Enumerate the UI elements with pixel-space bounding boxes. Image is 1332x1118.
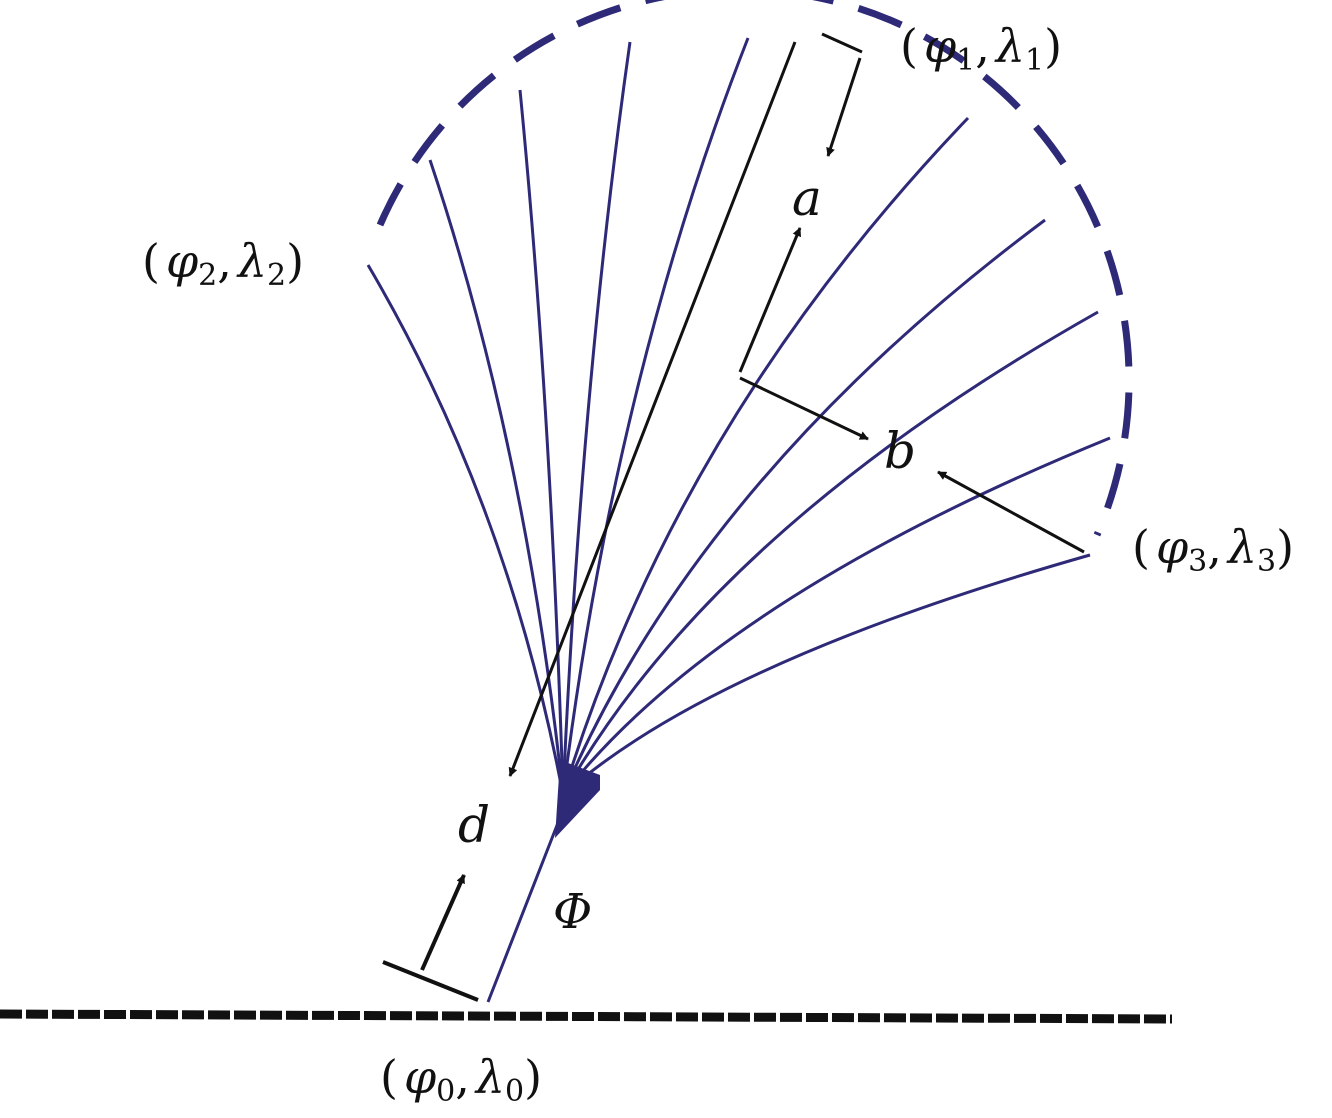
label-p3: (φ3,λ3)	[1132, 520, 1294, 579]
stem-line	[486, 809, 565, 1003]
label-p1: (φ1,λ1)	[900, 19, 1062, 78]
fan-curve-7	[561, 218, 1046, 796]
fan-curve-4	[561, 41, 632, 796]
fan-curve-9	[561, 436, 1111, 796]
fan-curve-10	[562, 553, 1091, 797]
label-p2: (φ2,λ2)	[142, 234, 304, 293]
fan-curve-8	[561, 310, 1099, 796]
fan-curve-3	[518, 89, 565, 796]
a-arrow-up	[738, 227, 802, 373]
d-arrow-small	[420, 874, 466, 971]
fan-curves	[366, 37, 1111, 797]
fan-curve-1	[366, 264, 565, 796]
ground-line	[0, 1009, 1173, 1024]
b-arrow-left	[937, 470, 1085, 554]
label-a: a	[792, 169, 822, 227]
label-b: b	[884, 422, 916, 480]
fan-hub	[555, 760, 600, 838]
fan-curve-5	[561, 37, 750, 796]
outer-arc	[376, 0, 1133, 537]
d-base-tick	[382, 960, 479, 1002]
label-p0: (φ0,λ0)	[380, 1050, 542, 1109]
fan-curve-2	[428, 159, 565, 796]
fan-curve-6	[561, 116, 970, 796]
label-Phi: Φ	[553, 884, 592, 940]
a-arrow-down	[826, 57, 862, 157]
d-arrow-line	[508, 41, 797, 777]
a-tick	[821, 32, 863, 54]
b-arrow-right	[739, 376, 869, 441]
label-d: d	[458, 796, 490, 854]
